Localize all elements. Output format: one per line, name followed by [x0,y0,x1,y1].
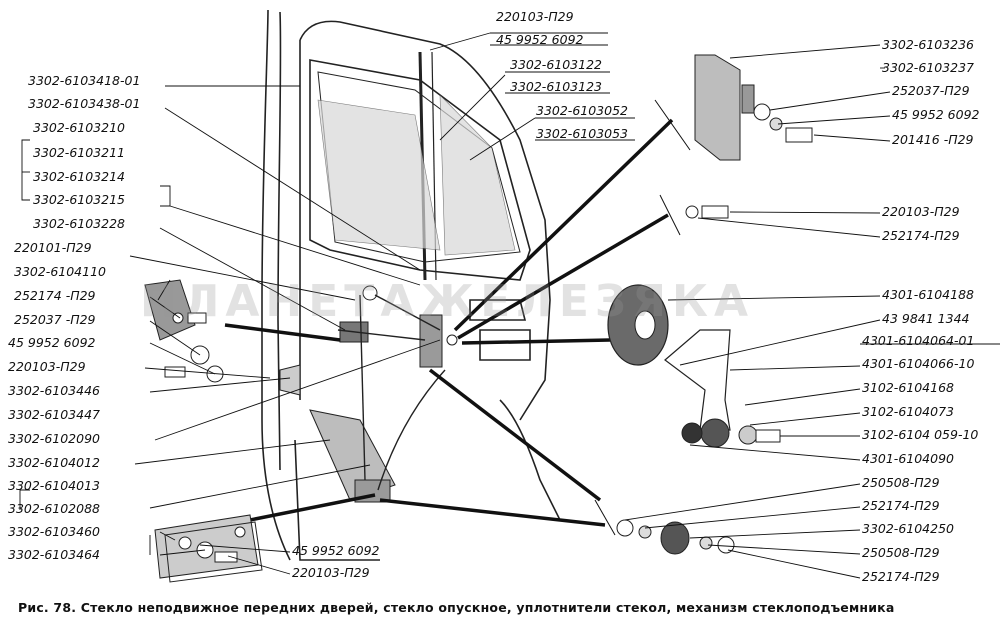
part-label: 252174-П29 [862,498,940,513]
part-label: 3102-6104 059-10 [862,427,979,442]
figure-caption: Рис. 78. Стекло неподвижное передних две… [18,600,895,615]
part-label: 220103-П29 [882,204,960,219]
part-label: 220103-П29 [8,359,86,374]
nut-detail [616,519,735,555]
heavy-callouts [224,118,674,527]
part-label: 252174-П29 [862,569,940,584]
part-label: 3302-6103464 [8,547,100,562]
part-label: 4301-6104090 [862,451,954,466]
part-label: 3302-6102088 [8,501,100,516]
glass-shading [317,94,516,256]
part-label: 3302-6103460 [8,524,100,539]
part-label: 3302-6103211 [33,145,125,160]
handle-detail [607,284,781,448]
part-label: 3102-6104168 [862,380,954,395]
hinge-detail [694,54,813,161]
part-label: 3302-6103052 [536,103,628,118]
part-label: 45 9952 6092 [8,335,96,350]
leader-lines [19,32,1000,579]
part-label: 3302-6102090 [8,431,100,446]
part-label: 3302-6103438-01 [28,96,141,111]
part-label: 3302-6103447 [8,407,100,422]
bolt-detail [685,205,729,219]
part-label: 4301-6104064-01 [862,333,975,348]
regulator-cables [337,294,446,491]
part-label: 45 9952 6092 [892,107,980,122]
part-label: 201416 -П29 [892,132,974,147]
left-bracket-detail [144,279,301,396]
part-label: 252174 -П29 [14,288,96,303]
part-label: 43 9841 1344 [882,311,970,326]
part-label: 3302-6103237 [882,60,974,75]
detail-dividers [594,99,691,536]
part-label: 252037-П29 [892,83,970,98]
part-label: 3302-6103228 [33,216,125,231]
part-label: 3302-6103214 [33,169,125,184]
part-label: 250508-П29 [862,475,940,490]
part-label: 3302-6103215 [33,192,125,207]
part-label: 252037 -П29 [14,312,96,327]
part-label: 45 9952 6092 [292,543,380,558]
part-label: 3302-6103236 [882,37,974,52]
part-label: 3302-6104013 [8,478,100,493]
part-label: 4301-6104066-10 [862,356,975,371]
part-label: 250508-П29 [862,545,940,560]
part-label: 3302-6103122 [510,57,602,72]
part-label: 3302-6103418-01 [28,73,141,88]
part-label: 3302-6103446 [8,383,100,398]
part-label: 3302-6104250 [862,521,954,536]
part-label: 3302-6103053 [536,126,628,141]
part-label: 252174-П29 [882,228,960,243]
part-label: 220103-П29 [496,9,574,24]
part-label: 3102-6104073 [862,404,954,419]
part-label: 220101-П29 [14,240,92,255]
part-label: 4301-6104188 [882,287,974,302]
door-frame [261,9,561,561]
watermark: ПЛАНЕТАЖЕЛЕЗЯКА [140,276,755,327]
part-label: 3302-6104012 [8,455,100,470]
part-label: 3302-6104110 [14,264,106,279]
part-label: 3302-6103210 [33,120,125,135]
part-label: 3302-6103123 [510,79,602,94]
part-label: 220103-П29 [292,565,370,580]
part-label: 45 9952 6092 [496,32,584,47]
